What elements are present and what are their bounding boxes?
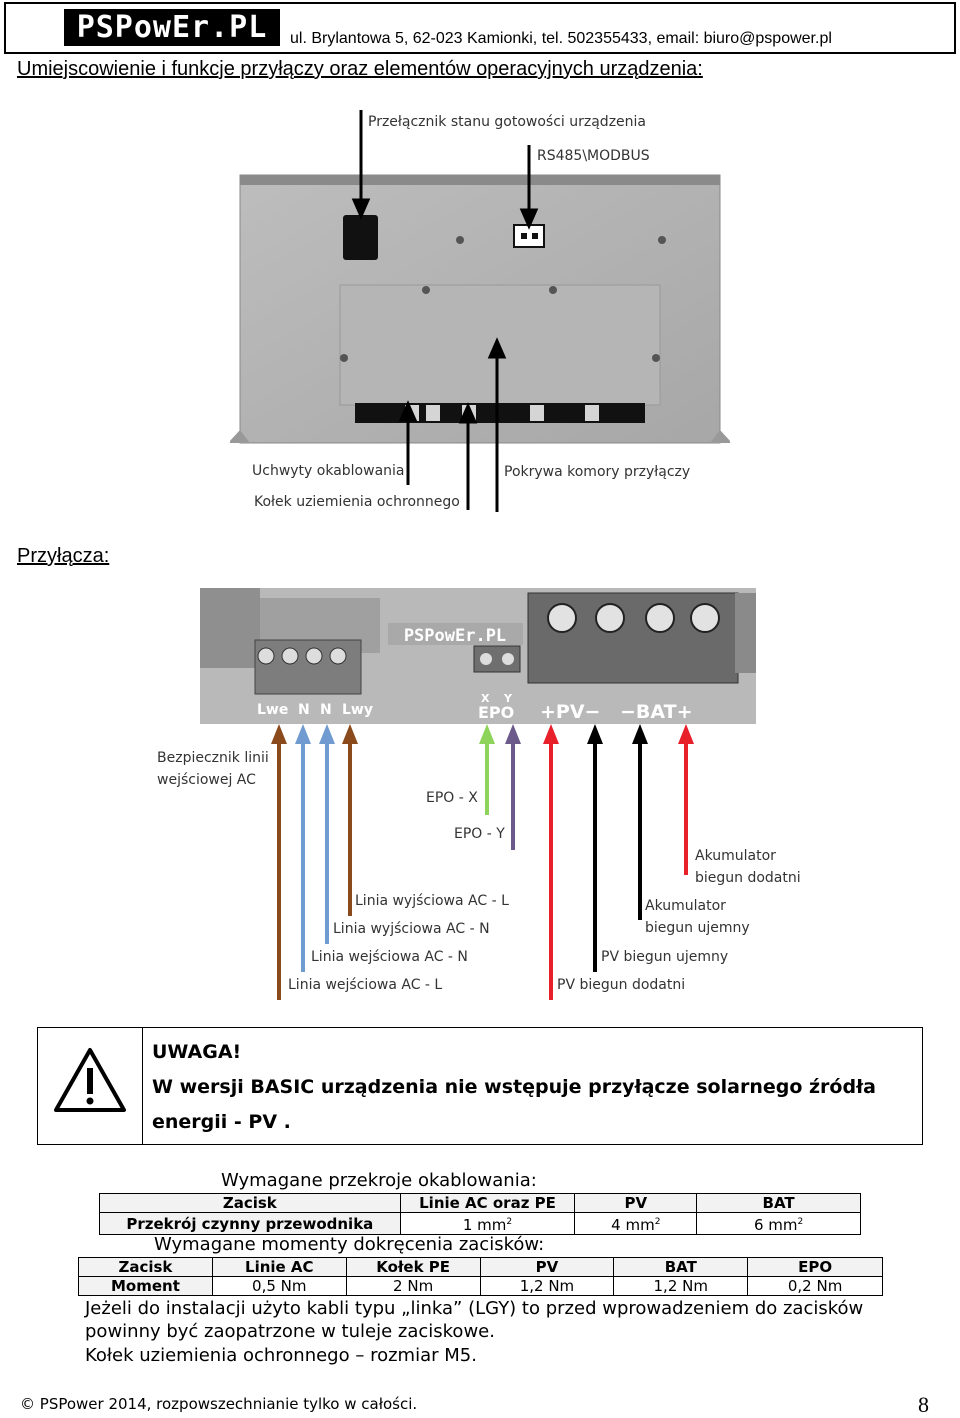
label-terminal-cover: Pokrywa komory przyłączy	[504, 464, 691, 480]
table-header-cell: Kołek PE	[345, 1257, 481, 1277]
table-cell: 6 mm2	[696, 1212, 861, 1235]
table-header-cell: BAT	[613, 1257, 749, 1277]
silk-epo: EPO	[478, 703, 514, 722]
label-fuse-line2: wejściowej AC	[157, 772, 256, 788]
table-cell: 1 mm2	[399, 1212, 576, 1235]
silk-pv: +PV−	[540, 701, 600, 723]
label-bat-plus-2: biegun dodatni	[695, 870, 801, 886]
label-bat-plus-1: Akumulator	[695, 848, 776, 864]
table-header-row: Zacisk Linie AC oraz PE PV BAT	[99, 1193, 861, 1213]
table-cell: 0,2 Nm	[747, 1276, 883, 1296]
table-header-cell: Zacisk	[78, 1257, 213, 1277]
silk-lwy: Lwy	[342, 702, 373, 718]
table-header-cell: Linie AC	[211, 1257, 347, 1277]
table-header-cell: PV	[479, 1257, 615, 1277]
label-pv-minus: PV biegun ujemny	[601, 949, 729, 965]
label-out-n: Linia wyjściowa AC - N	[333, 921, 490, 937]
table-row: Moment 0,5 Nm 2 Nm 1,2 Nm 1,2 Nm 0,2 Nm	[78, 1276, 883, 1296]
company-logo: PSPowEr.PL	[64, 9, 280, 46]
silk-x: X	[481, 692, 490, 705]
label-in-n: Linia wejściowa AC - N	[311, 949, 468, 965]
label-pv-plus: PV biegun dodatni	[557, 977, 686, 993]
silk-n2: N	[320, 702, 332, 718]
note-line3: Kołek uziemienia ochronnego – rozmiar M5…	[85, 1345, 477, 1366]
section-title-connections: Przyłącza:	[17, 545, 110, 567]
label-cable-handles: Uchwyty okablowania	[252, 463, 405, 479]
table-header-cell: BAT	[696, 1193, 861, 1213]
table1-caption: Wymagane przekroje okablowania:	[221, 1170, 537, 1191]
cable-openings	[355, 403, 645, 423]
table-row-label: Przekrój czynny przewodnika	[99, 1212, 401, 1235]
table-cell: 0,5 Nm	[211, 1276, 347, 1296]
table-header-cell: PV	[574, 1193, 698, 1213]
note-line1: Jeżeli do instalacji użyto kabli typu „l…	[85, 1298, 864, 1319]
label-rs485: RS485\MODBUS	[537, 148, 650, 164]
device-top-photo	[230, 110, 730, 512]
warning-line2: energii - PV .	[152, 1111, 291, 1133]
table-cell: 4 mm2	[574, 1212, 698, 1235]
table-cell: 2 Nm	[345, 1276, 481, 1296]
note-line2: powinny być zaopatrzone w tuleje zacisko…	[85, 1321, 495, 1342]
logo-text: PSPowEr.PL	[76, 10, 268, 45]
table-row: Przekrój czynny przewodnika 1 mm2 4 mm2 …	[99, 1212, 861, 1235]
label-bat-minus-1: Akumulator	[645, 898, 726, 914]
label-epo-y: EPO - Y	[454, 826, 505, 842]
label-epo-x: EPO - X	[426, 790, 478, 806]
page-number: 8	[918, 1392, 929, 1417]
torque-table: Zacisk Linie AC Kołek PE PV BAT EPO Mome…	[78, 1257, 883, 1296]
table-header-cell: Zacisk	[99, 1193, 401, 1213]
warning-box	[37, 1027, 923, 1145]
silk-y: Y	[503, 692, 513, 705]
warning-divider	[142, 1027, 143, 1145]
table-header-row: Zacisk Linie AC Kołek PE PV BAT EPO	[78, 1257, 883, 1277]
label-ground-pin: Kołek uziemienia ochronnego	[254, 494, 460, 510]
label-in-l: Linia wejściowa AC - L	[288, 977, 443, 993]
label-fuse-line1: Bezpiecznik linii	[157, 750, 269, 766]
standby-switch	[343, 215, 378, 260]
silk-lwe: Lwe	[257, 702, 288, 718]
table2-caption: Wymagane momenty dokręcenia zacisków:	[154, 1234, 545, 1255]
connections-board-photo: PSPowEr.PL Lwe N N Lwy X Y EPO +PV− −BAT…	[200, 588, 756, 724]
warning-title: UWAGA!	[152, 1041, 242, 1063]
section-title-location: Umiejscowienie i funkcje przyłączy oraz …	[17, 58, 703, 80]
company-address: ul. Brylantowa 5, 62-023 Kamionki, tel. …	[290, 30, 832, 47]
table-row-label: Moment	[78, 1276, 213, 1296]
warning-line1: W wersji BASIC urządzenia nie wstępuje p…	[152, 1076, 876, 1098]
footer-copyright: © PSPower 2014, rozpowszechnianie tylko …	[20, 1395, 418, 1413]
silk-bat: −BAT+	[620, 701, 693, 723]
label-bat-minus-2: biegun ujemny	[645, 920, 750, 936]
warning-icon	[54, 1048, 126, 1112]
page-header	[4, 2, 956, 54]
table-cell: 1,2 Nm	[613, 1276, 749, 1296]
table-header-cell: Linie AC oraz PE	[399, 1193, 576, 1213]
silk-n1: N	[298, 702, 310, 718]
table-header-cell: EPO	[747, 1257, 883, 1277]
board-logo: PSPowEr.PL	[404, 626, 506, 646]
wire-cross-section-table: Zacisk Linie AC oraz PE PV BAT Przekrój …	[99, 1193, 861, 1235]
table-cell: 1,2 Nm	[479, 1276, 615, 1296]
label-standby-switch: Przełącznik stanu gotowości urządzenia	[368, 114, 646, 130]
connection-arrows	[271, 724, 694, 1000]
label-out-l: Linia wyjściowa AC - L	[355, 893, 509, 909]
